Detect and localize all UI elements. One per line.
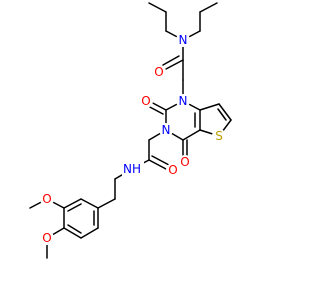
bond-propyl1-c: [148, 2, 167, 13]
label-o-amide-top: O: [154, 65, 163, 79]
bond-carbonyl-o-top-1: [165, 59, 184, 70]
atom-o-c2: O: [139, 94, 153, 108]
bond-propyl2-c: [199, 2, 218, 13]
bond-carbonyl-o-top-2: [162, 55, 180, 66]
bond-carbonyl-o-mid-1: [148, 159, 167, 170]
atom-o-amide-top: O: [152, 65, 166, 79]
bond-ar2-ar3-inner: [67, 203, 82, 212]
bond-c7a-c7: [199, 103, 220, 111]
label-o-methoxy-2: O: [42, 231, 51, 245]
bond-ar4-ar5: [63, 227, 82, 239]
bond-c4-c4a: [182, 129, 201, 141]
bond-c7-c6: [218, 103, 232, 121]
atom-o-c4: O: [178, 155, 192, 169]
bond-c7-c6-inner: [217, 108, 227, 121]
atom-o-amide-mid: O: [166, 163, 180, 177]
atom-n3-ring: N: [159, 123, 173, 137]
bond-ar2-ar3: [63, 198, 82, 209]
atom-n-amide-top: N: [176, 33, 190, 47]
atom-nh-amide: NH: [122, 162, 144, 176]
label-o-amide-mid: O: [168, 163, 177, 177]
molecule-structure: N O N O N O S: [29, 2, 232, 259]
atom-labels: N O N O N O S: [40, 33, 226, 245]
bond-carbonyl-o-mid-2: [151, 155, 170, 166]
label-n-amide-top: N: [179, 33, 188, 47]
label-n3-ring: N: [162, 123, 171, 137]
bond-ar1-ar2: [80, 198, 99, 209]
atom-o-methoxy-1: O: [40, 192, 54, 206]
label-n1-ring: N: [179, 94, 188, 108]
label-o-methoxy-1: O: [42, 192, 51, 206]
label-o-c4: O: [180, 155, 189, 169]
bond-ar5-ar6: [80, 227, 99, 239]
atom-s-thiophene: S: [212, 129, 226, 143]
label-nh-amide: NH: [123, 162, 141, 176]
label-o-c2: O: [141, 94, 150, 108]
bond-ar4-ar5-inner: [67, 224, 82, 234]
atom-o-methoxy-2: O: [40, 231, 54, 245]
bonds: [29, 2, 232, 259]
label-s-thiophene: S: [215, 129, 223, 143]
molecule-canvas: N O N O N O S: [29, 2, 232, 259]
atom-n1-ring: N: [176, 94, 190, 108]
bond-ch2-aryl: [97, 198, 116, 209]
